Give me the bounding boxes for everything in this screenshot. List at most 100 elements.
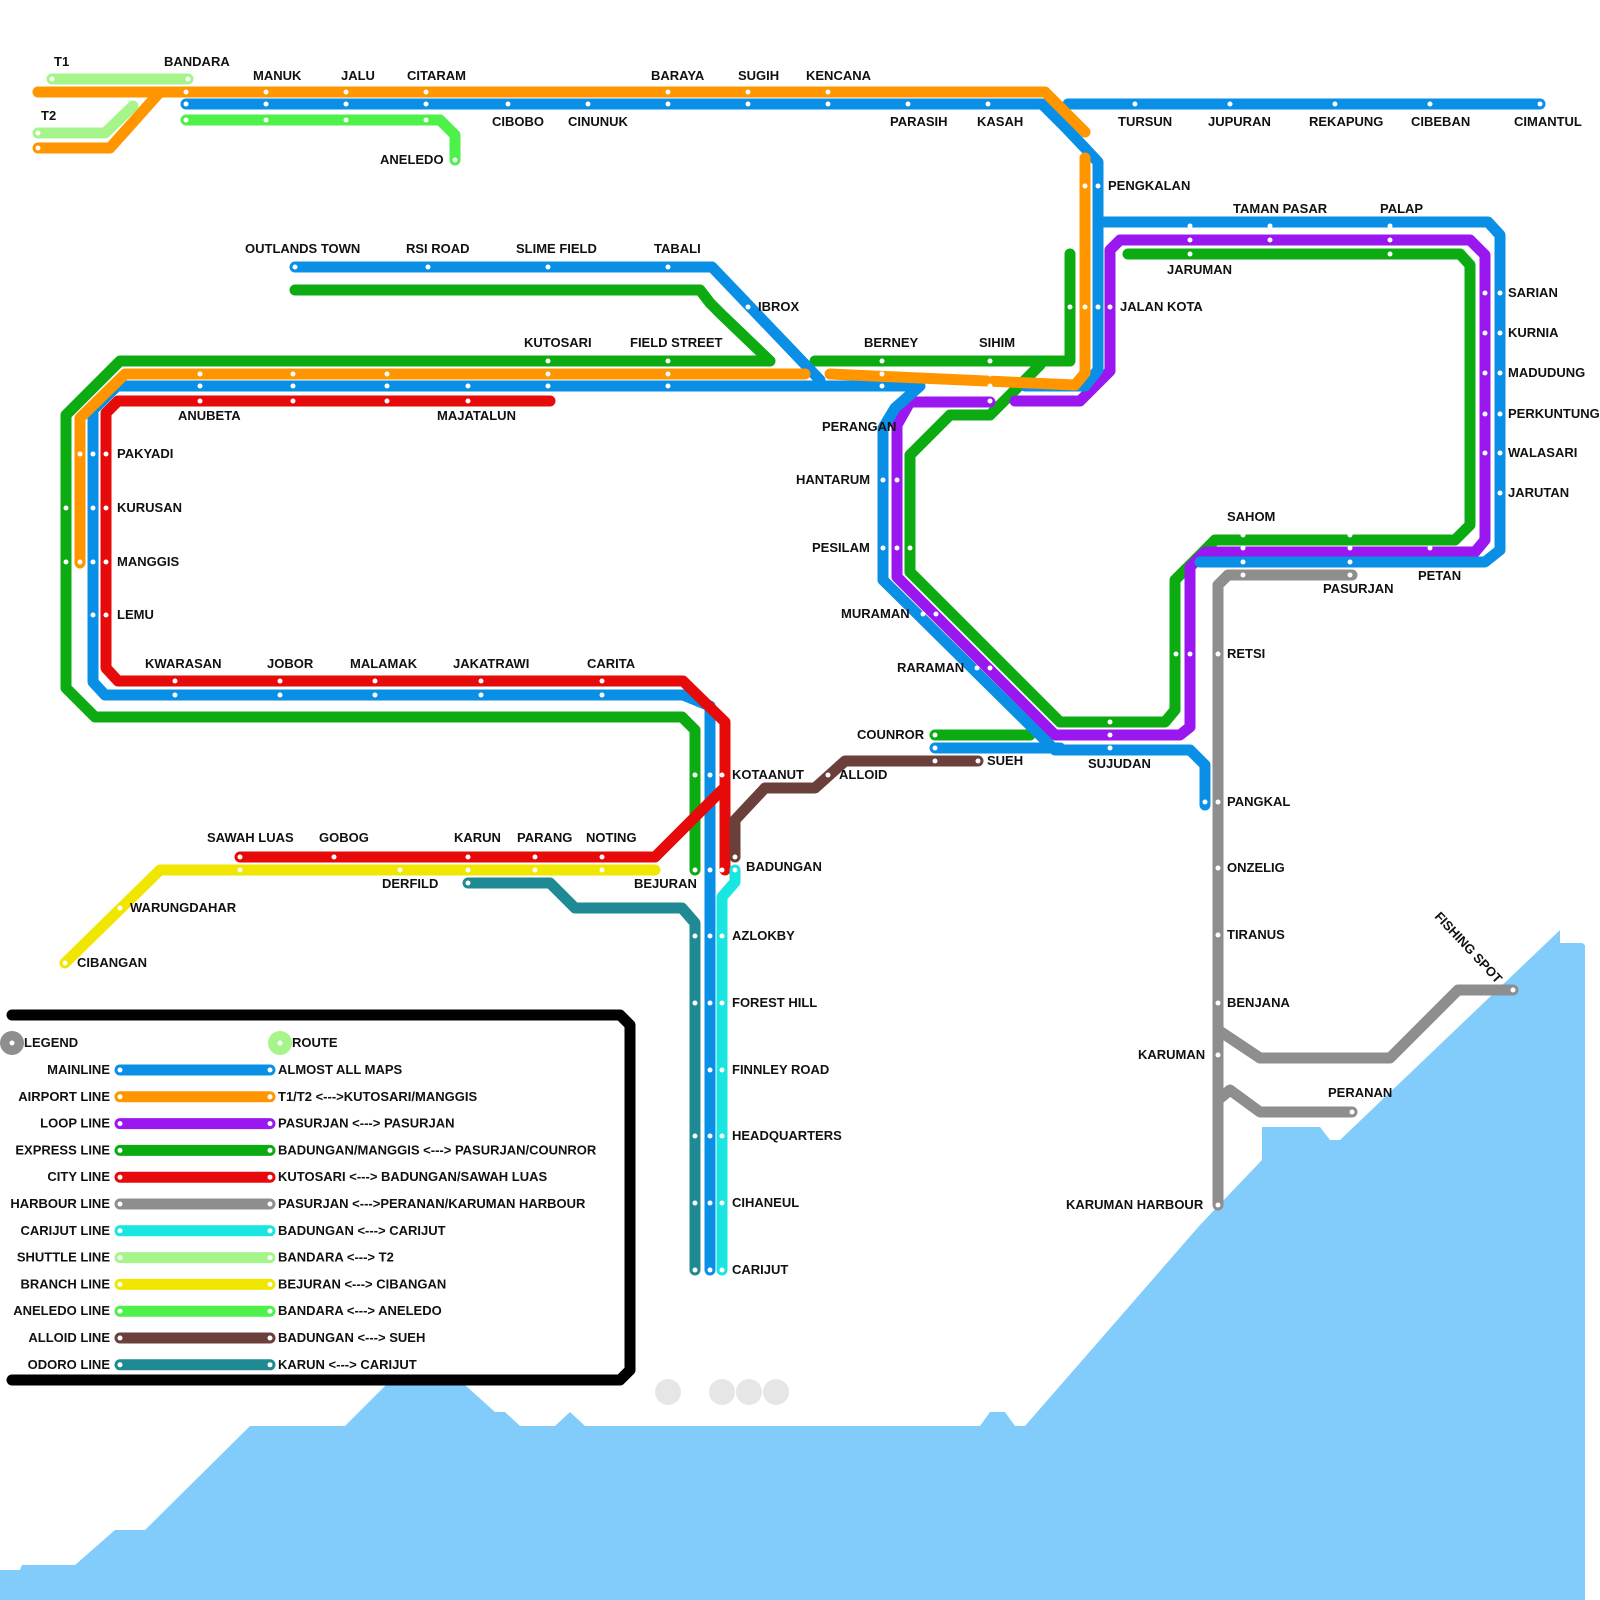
station-t1: T1 [54,54,69,69]
station-tursun: TURSUN [1118,114,1172,129]
station-bandara: BANDARA [164,54,230,69]
station-aneledo: ANELEDO [380,152,444,167]
city-line [100,395,731,876]
station-kencana: KENCANA [806,68,872,83]
mainline-north [180,98,1104,392]
water-area [0,930,1585,1600]
station-cinunuk: CINUNUK [568,114,629,129]
legend-route-text: BADUNGAN <---> CARIJUT [278,1223,446,1238]
station-parasih: PARASIH [890,114,948,129]
legend-route-text: PASURJAN <---> PASURJAN [278,1116,455,1131]
station-alloid: ALLOID [839,767,887,782]
station-taman-pasar: TAMAN PASAR [1233,201,1328,216]
station-hantarum: HANTARUM [796,472,870,487]
harbour-branch-peranan [1212,1084,1358,1118]
station-manggis: MANGGIS [117,554,179,569]
station-kurusan: KURUSAN [117,500,182,515]
transit-lines [32,73,1546,1276]
station-carijut: CARIJUT [732,1262,788,1277]
harbour-branch-fishing [1212,984,1519,1064]
airport-line-west2 [74,368,811,569]
legend-route-text: BANDARA <---> T2 [278,1250,394,1265]
station-retsi: RETSI [1227,646,1265,661]
station-gobog: GOBOG [319,830,369,845]
station-derfild: DERFILD [382,876,438,891]
legend-line-name: EXPRESS LINE [15,1142,110,1157]
station-fishing-spot: FISHING SPOT [1432,909,1506,986]
legend-line-name: HARBOUR LINE [10,1196,110,1211]
sea [0,930,1585,1600]
odoro-line [462,877,701,1276]
legend-row-harbour: HARBOUR LINE PASURJAN <--->PERANAN/KARUMA… [10,1196,586,1211]
station-jalu: JALU [341,68,375,83]
legend-route-text: KARUN <---> CARIJUT [278,1357,417,1372]
station-counror: COUNROR [857,727,925,742]
station-madudung: MADUDUNG [1508,365,1585,380]
station-karun: KARUN [454,830,501,845]
station-tabali: TABALI [654,241,701,256]
station-pengkalan: PENGKALAN [1108,178,1190,193]
legend-route-text: PASURJAN <--->PERANAN/KARUMAN HARBOUR [278,1196,586,1211]
airport-line-south [824,152,1091,391]
station-malamak: MALAMAK [350,656,418,671]
station-cihaneul: CIHANEUL [732,1195,799,1210]
carijut-line [716,864,741,1276]
station-azlokby: AZLOKBY [732,928,795,943]
station-lemu: LEMU [117,607,154,622]
station-parang: PARANG [517,830,572,845]
station-forest-hill: FOREST HILL [732,995,817,1010]
harbour-line [1212,569,1358,1211]
legend-row-alloid: ALLOID LINE BADUNGAN <---> SUEH [28,1330,425,1345]
express-line-east [809,248,1076,367]
legend-line-name: ALLOID LINE [28,1330,110,1345]
station-manuk: MANUK [253,68,302,83]
station-labels: T1 T2 BANDARA MANUK JALU CITARAM BARAYA … [41,54,1600,1277]
station-tiranus: TIRANUS [1227,927,1285,942]
legend-line-name: CARIJUT LINE [20,1223,110,1238]
station-slime-field: SLIME FIELD [516,241,597,256]
legend-frame [6,1009,636,1386]
station-rsi-road: RSI ROAD [406,241,470,256]
station-ibrox: IBROX [758,299,800,314]
station-pesilam: PESILAM [812,540,870,555]
station-cimantul: CIMANTUL [1514,114,1582,129]
station-field-street: FIELD STREET [630,335,723,350]
legend-line-name: ANELEDO LINE [13,1303,110,1318]
legend-route-text: BEJURAN <---> CIBANGAN [278,1276,446,1291]
legend-route-text: T1/T2 <--->KUTOSARI/MANGGIS [278,1089,477,1104]
station-peranan: PERANAN [1328,1085,1392,1100]
station-rekapung: REKAPUNG [1309,114,1383,129]
legend-route-text: BADUNGAN <---> SUEH [278,1330,425,1345]
station-finnley-road: FINNLEY ROAD [732,1062,829,1077]
station-carita: CARITA [587,656,636,671]
station-noting: NOTING [586,830,637,845]
station-outlands-town: OUTLANDS TOWN [245,241,360,256]
express-line-loop [904,248,1476,728]
legend-route-text: BANDARA <---> ANELEDO [278,1303,442,1318]
station-anubeta: ANUBETA [178,408,241,423]
station-citaram: CITARAM [407,68,466,83]
station-berney: BERNEY [864,335,919,350]
station-kutosari: KUTOSARI [524,335,592,350]
station-dots [35,76,1543,1273]
station-sarian: SARIAN [1508,285,1558,300]
station-warungdahar: WARUNGDAHAR [130,900,237,915]
mainline-ibrox [289,261,826,386]
legend-route-text: KUTOSARI <---> BADUNGAN/SAWAH LUAS [278,1169,547,1184]
sea-notch [1557,943,1585,963]
station-onzelig: ONZELIG [1227,860,1285,875]
legend-line-name: SHUTTLE LINE [17,1250,110,1265]
station-pakyadi: PAKYADI [117,446,173,461]
legend-line-name: CITY LINE [47,1169,110,1184]
station-bejuran: BEJURAN [634,876,697,891]
station-raraman: RARAMAN [897,660,964,675]
mainline-west [1092,216,1506,568]
station-sujudan: SUJUDAN [1088,756,1151,771]
station-kotaanut: KOTAANUT [732,767,804,782]
station-majatalun: MAJATALUN [437,408,516,423]
legend-row-carijut: CARIJUT LINE BADUNGAN <---> CARIJUT [20,1223,445,1238]
